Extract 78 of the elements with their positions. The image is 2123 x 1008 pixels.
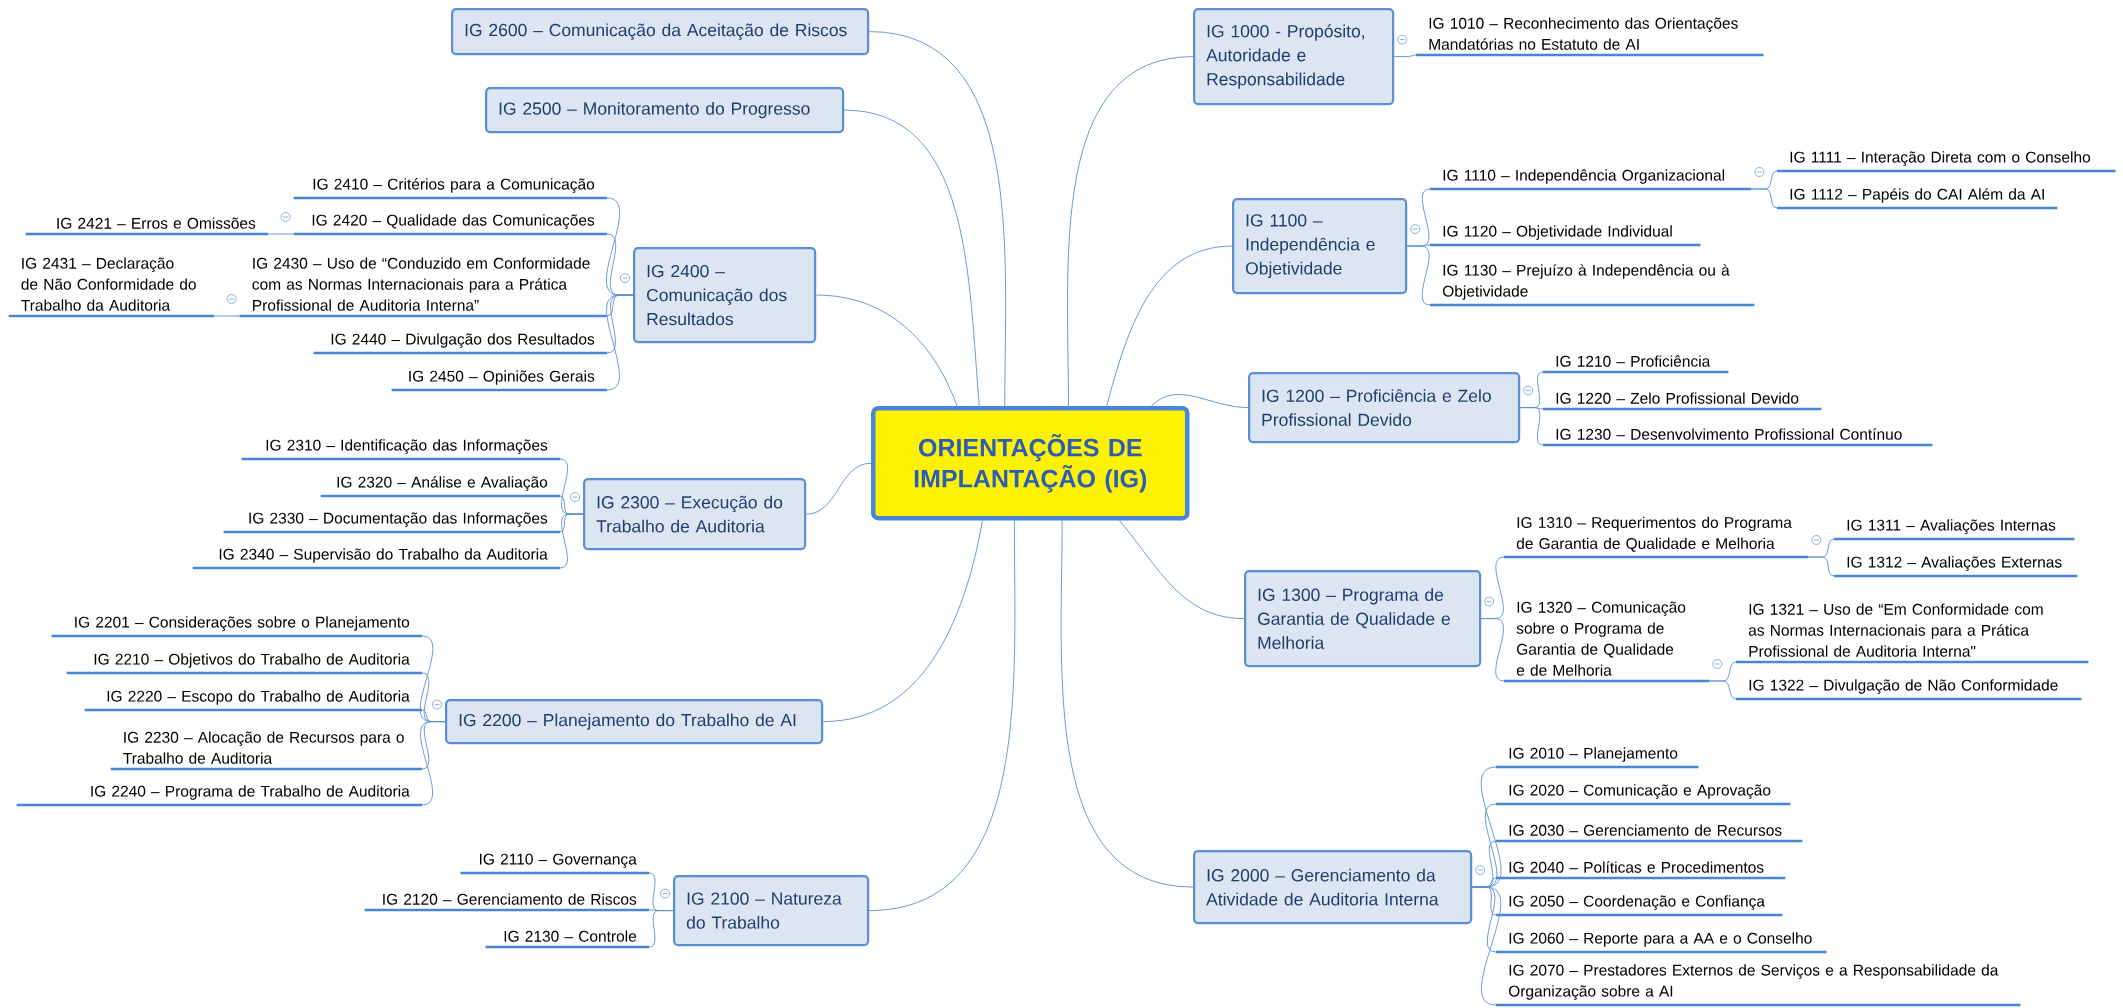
connector-line: [1150, 394, 1249, 409]
underlined-subtopic: IG 2050 – Coordenação e Confiança: [1496, 895, 1783, 917]
connector-line: [805, 462, 872, 515]
connector-line: [1060, 520, 1194, 888]
connector-line: [1480, 618, 1505, 682]
underlined-subtopic: IG 2230 – Alocação de Recursos para o Trabalho de Auditoria: [110, 731, 422, 771]
connector-line: [868, 520, 1016, 912]
underlined-subtopic: IG 2320 – Análise e Avaliação: [320, 476, 560, 498]
underlined-subtopic: IG 2420 – Qualidade das Comunicações: [293, 214, 607, 236]
underlined-subtopic: IG 2410 – Critérios para a Comunicação: [293, 178, 607, 200]
connector-line: [559, 513, 584, 569]
topic-box: IG 2200 – Planejamento do Trabalho de AI: [445, 699, 824, 745]
connector-line: [606, 294, 634, 391]
underlined-subtopic: IG 1312 – Avaliações Externas: [1834, 556, 2078, 578]
connector-line: [648, 910, 674, 948]
connector-line: [419, 721, 446, 806]
underlined-subtopic: IG 1112 – Papéis do CAI Além da AI: [1777, 188, 2058, 210]
connector-line: [1708, 680, 1737, 700]
topic-box: IG 2100 – Natureza do Trabalho: [673, 875, 870, 947]
connector-line: [1119, 520, 1245, 620]
underlined-subtopic: IG 2060 – Reporte para a AA e o Conselho: [1496, 932, 1827, 954]
underlined-subtopic: IG 1322 – Divulgação de Não Conformidade: [1736, 679, 2082, 701]
underlined-subtopic: IG 2220 – Escopo do Trabalho de Auditoria: [84, 690, 422, 712]
connector-line: [1106, 245, 1233, 407]
connector-line: [1393, 54, 1417, 58]
topic-box: IG 2600 – Comunicação da Aceitação de Riscos: [451, 8, 870, 56]
topic-box: IG 1200 – Proficiência e Zelo Profissional Devido: [1248, 371, 1521, 444]
underlined-subtopic: IG 2330 – Documentação das Informações: [223, 512, 560, 534]
underlined-subtopic: IG 2421 – Erros e Omissões: [25, 217, 268, 236]
connector-line: [868, 31, 1006, 407]
connector-line: [1519, 407, 1544, 446]
underlined-subtopic: IG 2310 – Identificação das Informações: [241, 439, 560, 461]
connector-line: [822, 520, 983, 723]
underlined-subtopic: IG 2110 – Governança: [460, 853, 649, 875]
topic-box: IG 2000 – Gerenciamento da Atividade de Auditoria Interna: [1193, 850, 1473, 925]
underlined-subtopic: IG 2210 – Objetivos do Trabalho de Auditoria: [66, 653, 422, 675]
connector-line: [1067, 56, 1194, 407]
underlined-subtopic: IG 2030 – Gerenciamento de Recursos: [1496, 824, 1803, 843]
underlined-subtopic: IG 2201 – Considerações sobre o Planejamento: [51, 616, 422, 638]
underlined-subtopic: IG 1110 – Independência Organizacional: [1430, 169, 1752, 191]
underlined-subtopic: IG 2120 – Gerenciamento de Riscos: [364, 893, 649, 912]
connector-line: [213, 315, 241, 317]
underlined-subtopic: IG 1210 – Proficiência: [1543, 355, 1729, 374]
underlined-subtopic: IG 1220 – Zelo Profissional Devido: [1543, 392, 1822, 411]
underlined-subtopic: IG 2431 – Declaração de Não Conformidade do Trabalho da Auditoria: [8, 257, 214, 318]
underlined-subtopic: IG 2450 – Opiniões Gerais: [391, 370, 607, 392]
topic-box: IG 1100 – Independência e Objetividade: [1232, 198, 1408, 295]
underlined-subtopic: IG 1320 – Comunicação sobre o Programa de Garantia de Qualidade e de Melhoria: [1504, 601, 1710, 683]
underlined-subtopic: IG 1120 – Objetividade Individual: [1430, 225, 1701, 247]
underlined-subtopic: IG 2130 – Controle: [485, 930, 649, 949]
underlined-subtopic: IG 2010 – Planejamento: [1496, 747, 1699, 769]
topic-box: IG 1000 - Propósito, Autoridade e Responsabilidade: [1193, 8, 1395, 106]
connector-line: [267, 233, 295, 235]
connector-line: [1750, 188, 1778, 209]
underlined-subtopic: IG 1111 – Interação Direta com o Conselho: [1777, 151, 2116, 173]
topic-box: IG 2500 – Monitoramento do Progresso: [485, 87, 845, 134]
underlined-subtopic: IG 1130 – Prejuízo à Independência ou à Objetividade: [1430, 264, 1755, 307]
underlined-subtopic: IG 2440 – Divulgação dos Resultados: [313, 333, 607, 355]
underlined-subtopic: IG 2040 – Políticas e Procedimentos: [1496, 861, 1786, 880]
underlined-subtopic: IG 1310 – Requerimentos do Programa de Garantia de Qualidade e Melhoria: [1504, 516, 1809, 559]
underlined-subtopic: IG 1010 – Reconhecimento das Orientações Mandatórias no Estatuto de AI: [1416, 17, 1764, 57]
topic-box: IG 1300 – Programa de Garantia de Qualidade e Melhoria: [1244, 570, 1482, 668]
connector-line: [1807, 556, 1835, 577]
topic-box: IG 2400 – Comunicação dos Resultados: [633, 247, 817, 344]
underlined-subtopic: IG 2340 – Supervisão do Trabalho da Auditoria: [192, 548, 560, 570]
connector-line: [843, 109, 980, 407]
topic-box: IG 2300 – Execução do Trabalho de Auditoria: [583, 478, 807, 551]
underlined-subtopic: IG 1230 – Desenvolvimento Profissional Contínuo: [1543, 428, 1933, 447]
underlined-subtopic: IG 2430 – Uso de “Conduzido em Conformidade com as Normas Internacionais para a Prática Profissional de Auditoria Interna”: [239, 257, 607, 318]
connector-line: [1406, 245, 1431, 306]
underlined-subtopic: IG 1311 – Avaliações Internas: [1834, 519, 2075, 541]
connector-line: [815, 294, 958, 407]
underlined-subtopic: IG 1321 – Uso de “Em Conformidade com as Normas Internacionais para a Prática Profissional de Auditoria Interna": [1736, 603, 2089, 664]
underlined-subtopic: IG 2020 – Comunicação e Aprovação: [1496, 784, 1791, 806]
underlined-subtopic: IG 2240 – Programa de Trabalho de Auditoria: [16, 785, 422, 807]
central-topic-box: ORIENTAÇÕES DE IMPLANTAÇÃO (IG): [871, 406, 1190, 521]
connector-line: [1471, 886, 1502, 1006]
underlined-subtopic: IG 2070 – Prestadores Externos de Serviços e a Responsabilidade da Organização sobre a AI: [1496, 964, 2021, 1007]
